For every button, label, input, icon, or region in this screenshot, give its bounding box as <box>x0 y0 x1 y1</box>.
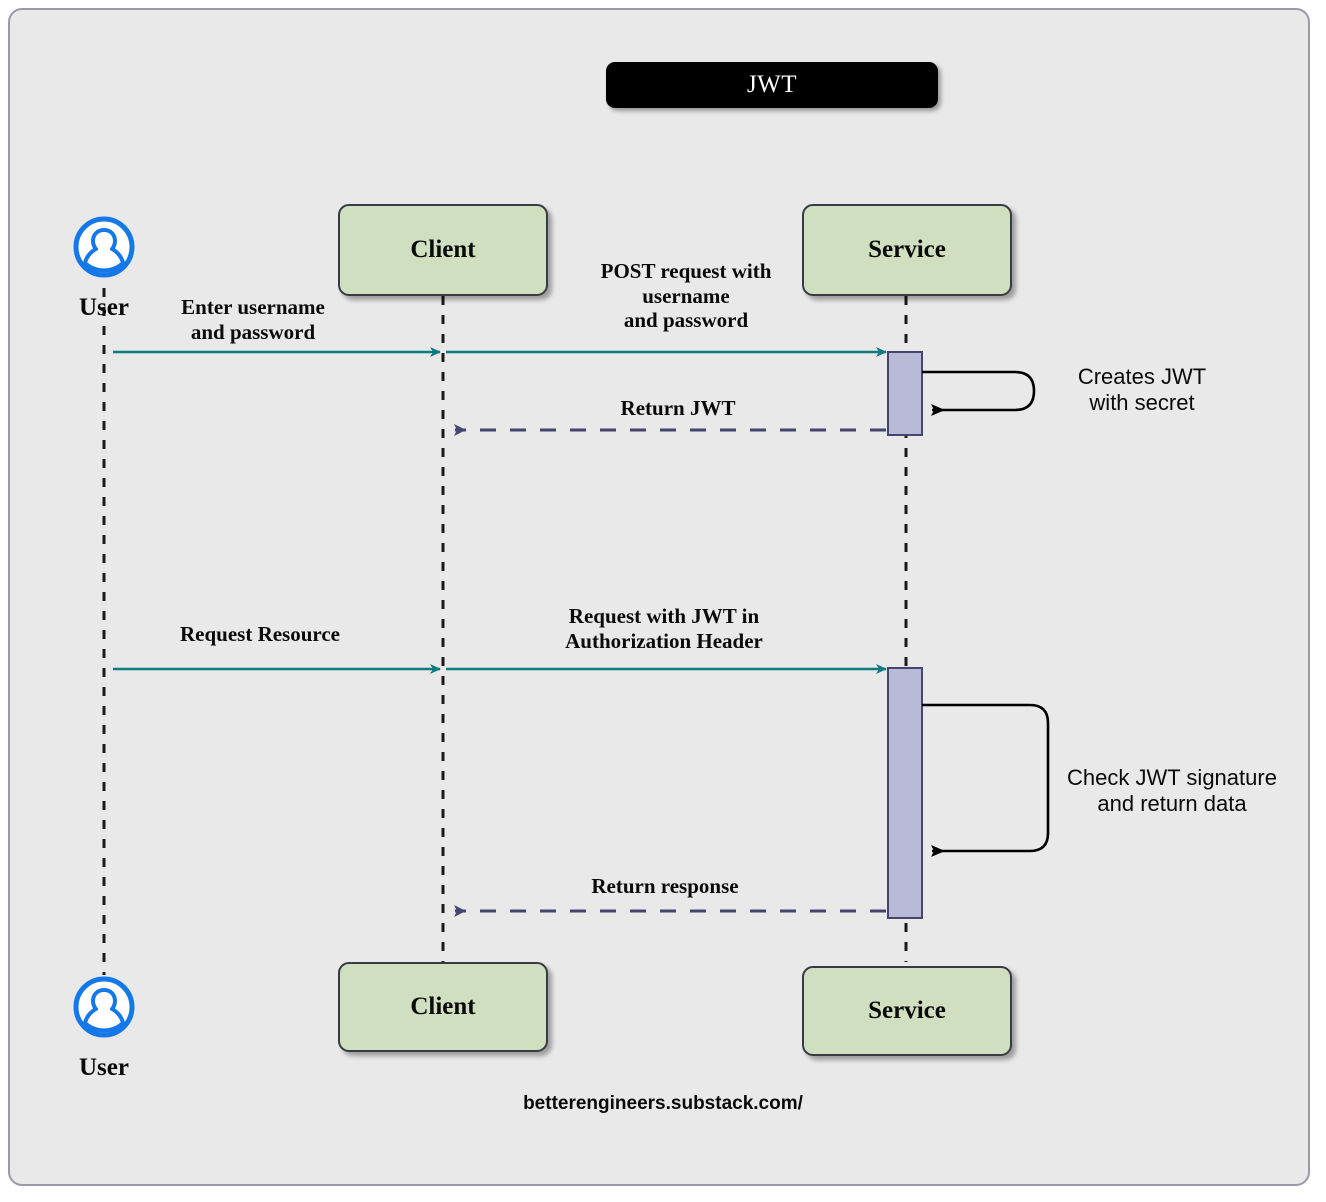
activation-bar-service-2 <box>887 667 923 919</box>
activation-bar-service-1 <box>887 351 923 436</box>
self-message-path-check-signature <box>922 703 1050 857</box>
participant-box-service-top[interactable]: Service <box>802 204 1012 296</box>
actor-label-user-bottom: User <box>79 1054 129 1081</box>
diagram-frame <box>8 8 1310 1186</box>
message-label-post-request: POST request with username and password <box>600 259 772 333</box>
note-check-signature: Check JWT signature and return data <box>1067 765 1277 817</box>
actor-label-user-top: User <box>79 294 129 321</box>
message-label-return-response: Return response <box>591 874 739 898</box>
participant-label-client-bottom: Client <box>410 993 476 1020</box>
participant-box-service-bottom[interactable]: Service <box>802 966 1012 1056</box>
page-title: JWT <box>746 71 798 98</box>
actor-user-top[interactable] <box>72 215 136 279</box>
user-icon <box>73 216 135 278</box>
note-creates-jwt: Creates JWT with secret <box>1077 364 1207 416</box>
footer-attribution: betterengineers.substack.com/ <box>523 1093 803 1114</box>
participant-label-client-top: Client <box>410 236 476 263</box>
message-label-request-with-jwt: Request with JWT in Authorization Header <box>565 604 763 653</box>
user-icon <box>73 976 135 1038</box>
diagram-title-banner: JWT <box>606 62 938 108</box>
participant-box-client-bottom[interactable]: Client <box>338 962 548 1052</box>
participant-label-service-top: Service <box>868 236 946 263</box>
self-message-path-creates-jwt <box>922 370 1036 416</box>
participant-label-service-bottom: Service <box>868 997 946 1024</box>
participant-box-client-top[interactable]: Client <box>338 204 548 296</box>
message-label-enter-credentials: Enter username and password <box>181 295 325 344</box>
message-label-return-jwt: Return JWT <box>620 396 736 420</box>
message-label-request-resource: Request Resource <box>179 622 340 646</box>
actor-user-bottom[interactable] <box>72 975 136 1039</box>
